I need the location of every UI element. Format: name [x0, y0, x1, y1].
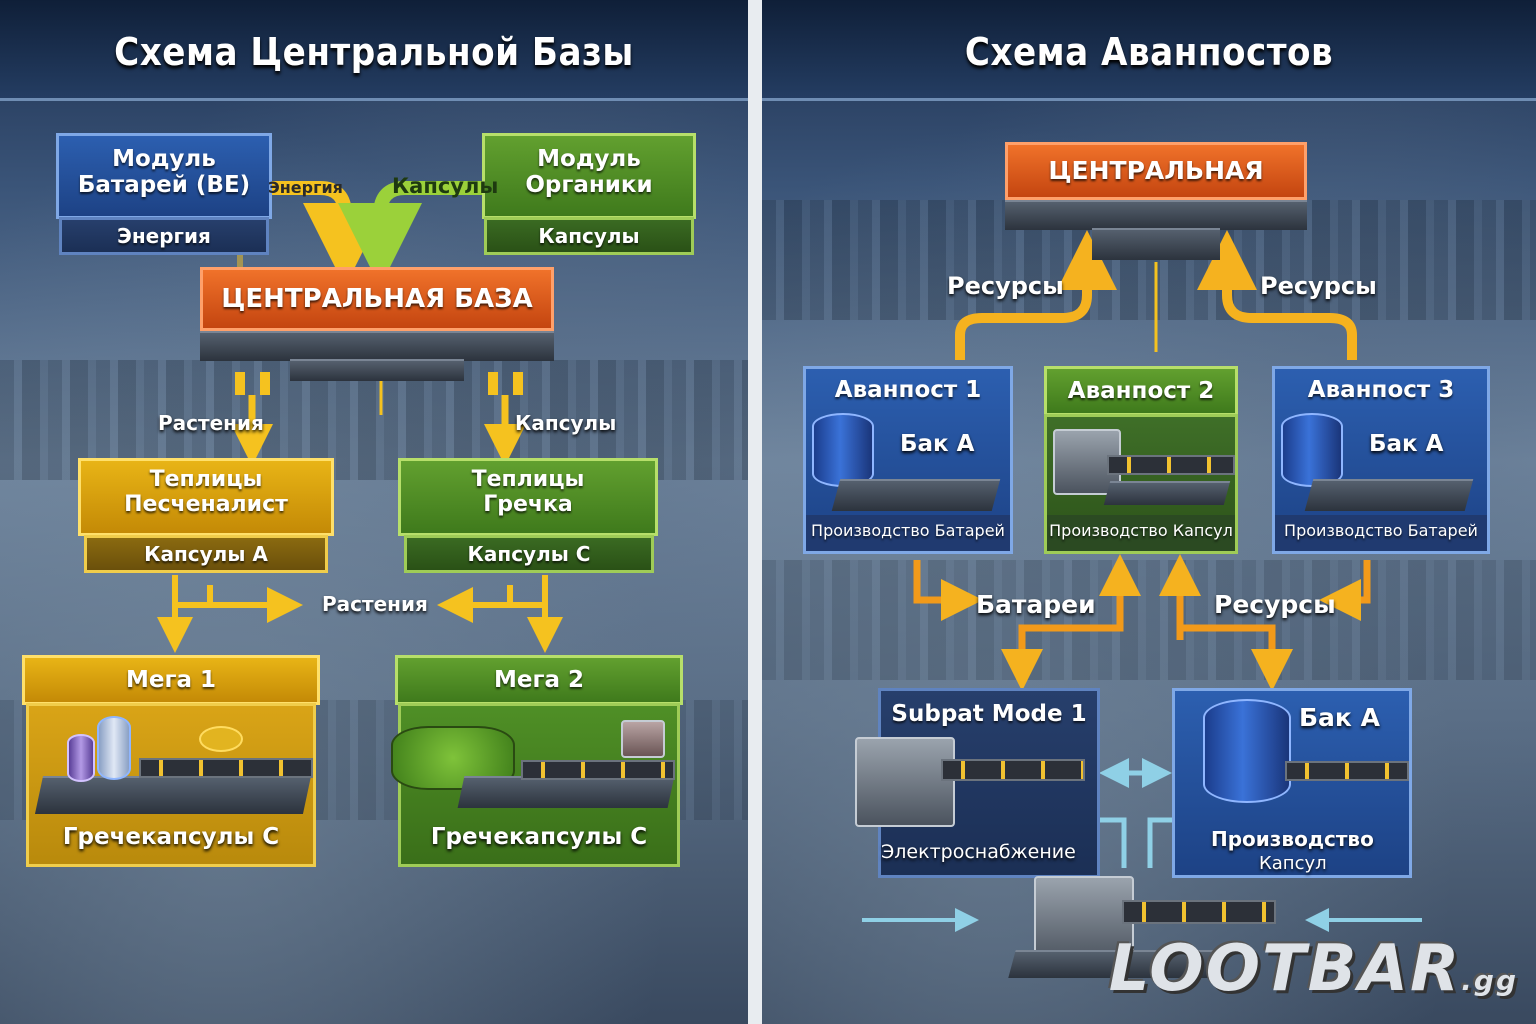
flow-arrows	[157, 181, 563, 653]
outposts-panel: Схема Аванпостов ЦЕНТРАЛЬНАЯ БАЗА Ресурс…	[762, 0, 1536, 1024]
mega1-header: Мега 1	[22, 655, 320, 705]
greenhouse-buck-line1: Теплицы	[471, 467, 585, 492]
tank-a-conveyor	[1285, 761, 1409, 781]
subpat-title: Subpat Mode 1	[891, 701, 1087, 727]
greenhouse-buck-output: Капсулы С	[404, 535, 654, 573]
outpost3-title: Аванпост 3	[1307, 377, 1455, 403]
battery-module: Модуль Батарей (BE)	[56, 133, 272, 219]
resources-arrow-right	[1197, 230, 1357, 360]
tank-a-output-line2: Капсул	[1259, 853, 1327, 874]
mega2-header: Мега 2	[395, 655, 683, 705]
title-bar	[762, 0, 1536, 101]
arrow-label-capsules: Капсулы	[392, 174, 499, 198]
flow-label-batteries: Батареи	[976, 590, 1096, 619]
lootbar-logo: LOOTBAR.gg	[1109, 932, 1518, 1006]
mega2-harvester	[621, 720, 665, 758]
logo-text: LOOTBAR	[1108, 932, 1462, 1006]
subpat-conveyor	[941, 759, 1085, 781]
base-platform	[1005, 200, 1307, 230]
battery-module-line2: Батарей (BE)	[77, 172, 251, 198]
battery-module-line1: Модуль	[112, 146, 216, 172]
outpost-3: Аванпост 3 Бак А Производство Батарей	[1272, 366, 1490, 554]
greenhouse-buck-line2: Гречка	[483, 492, 573, 517]
battery-module-output: Энергия	[59, 217, 269, 255]
flow-label-plants-2: Растения	[322, 592, 428, 616]
tank-a-module: Бак А Производство Капсул	[1172, 688, 1412, 878]
base-platform-bottom	[1092, 228, 1220, 260]
title-bar	[0, 0, 748, 101]
greenhouse-sand: Теплицы Песченалист	[78, 458, 334, 536]
mega1-conveyor	[139, 758, 313, 778]
outpost1-output: Производство Батарей	[806, 515, 1010, 551]
resources-label-right: Ресурсы	[1260, 272, 1377, 300]
logo-suffix: .gg	[1461, 964, 1518, 997]
greenhouse-sand-line2: Песченалист	[124, 492, 288, 517]
flow-arrows	[862, 230, 1422, 932]
outpost2-header: Аванпост 2	[1044, 366, 1238, 416]
base-platform-bottom	[290, 359, 464, 381]
greenhouse-buckwheat: Теплицы Гречка	[398, 458, 658, 536]
greenhouse-sand-line1: Теплицы	[149, 467, 263, 492]
flow-label-resources: Ресурсы	[1214, 590, 1336, 619]
outpost1-tank-label: Бак А	[900, 431, 975, 457]
outpost2-conveyor	[1107, 455, 1235, 475]
outpost1-platform	[831, 479, 1001, 511]
outpost2-output: Производство Капсул	[1047, 515, 1235, 551]
mega1-output: Гречекапсулы С	[62, 824, 280, 850]
panel-title: Схема Аванпостов	[964, 30, 1334, 74]
base-platform	[200, 331, 554, 361]
mega2-body: Гречекапсулы С	[391, 703, 680, 867]
organic-module: Модуль Органики	[482, 133, 696, 219]
subpat-output: Электроснабжение	[881, 841, 1076, 863]
outpost3-tank-label: Бак А	[1369, 431, 1444, 457]
outpost3-output: Производство Батарей	[1275, 515, 1487, 551]
capsules-arrow	[338, 181, 485, 287]
resources-arrow-left	[955, 230, 1117, 360]
panel-title: Схема Центральной Базы	[114, 30, 634, 74]
tank-a-output-line1: Производство	[1211, 827, 1374, 851]
central-base-box: ЦЕНТРАЛЬНАЯ БАЗА	[1005, 142, 1307, 237]
city-background	[762, 560, 1536, 680]
mega2-platform	[457, 776, 675, 808]
organic-module-line2: Органики	[525, 172, 653, 198]
mega2-conveyor	[521, 760, 675, 780]
outpost3-tank	[1281, 413, 1343, 487]
tank-a-tank	[1203, 699, 1291, 803]
outpost2-platform	[1103, 481, 1231, 505]
flow-label-capsules: Капсулы	[515, 411, 617, 435]
outpost-1: Аванпост 1 Бак А Производство Батарей	[803, 366, 1013, 554]
resources-label-left: Ресурсы	[947, 272, 1064, 300]
mega1-capsule	[67, 734, 95, 782]
tank-a-title: Бак А	[1299, 703, 1380, 732]
mega2-output: Гречекапсулы С	[430, 824, 648, 850]
central-base-box: ЦЕНТРАЛЬНАЯ БАЗА	[200, 267, 554, 331]
outpost3-platform	[1304, 479, 1474, 511]
outpost1-tank	[812, 413, 874, 487]
organic-module-output: Капсулы	[484, 217, 694, 255]
mega1-capsule-tank	[97, 716, 131, 780]
organic-module-line1: Модуль	[537, 146, 641, 172]
mega1-body: Гречекапсулы С	[26, 703, 316, 867]
mega1-grain-pile	[199, 726, 243, 752]
central-base-panel: Схема Центральной Базы Модуль Батарей (B…	[0, 0, 748, 1024]
outpost1-title: Аванпост 1	[834, 377, 982, 403]
flow-label-plants: Растения	[158, 411, 264, 435]
outpost-2: Производство Капсул	[1044, 414, 1238, 554]
subpat-mode: Subpat Mode 1 Электроснабжение	[855, 688, 1100, 878]
greenhouse-sand-output: Капсулы А	[84, 535, 328, 573]
shared-conveyor	[1122, 900, 1276, 924]
arrow-label-energy: Энергия	[268, 178, 343, 197]
subpat-machine	[855, 737, 955, 827]
